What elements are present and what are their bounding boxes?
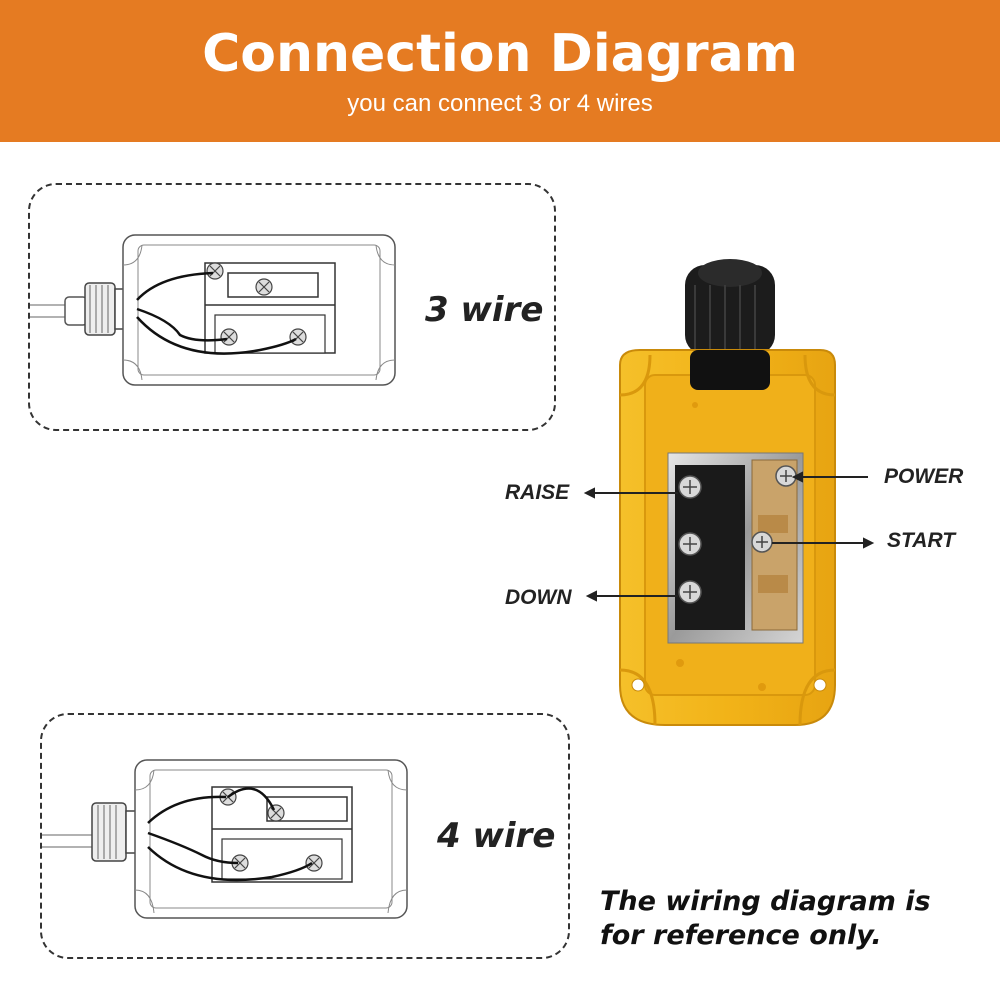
page-title: Connection Diagram <box>202 24 798 84</box>
start-terminal-label: START <box>887 529 956 552</box>
three-wire-label: 3 wire <box>425 290 544 330</box>
three-wire-panel <box>28 183 556 431</box>
power-terminal-label: POWER <box>884 465 964 488</box>
header-banner: Connection Diagram you can connect 3 or … <box>0 0 1000 142</box>
page-subtitle: you can connect 3 or 4 wires <box>347 90 653 117</box>
raise-terminal-label: RAISE <box>505 481 570 504</box>
reference-note: The wiring diagram is for reference only… <box>600 886 931 951</box>
four-wire-panel <box>40 713 570 959</box>
four-wire-sketch <box>42 759 408 919</box>
down-terminal-label: DOWN <box>505 586 572 609</box>
control-box-photo <box>583 259 875 726</box>
three-wire-sketch <box>30 234 396 386</box>
four-wire-label: 4 wire <box>437 816 556 856</box>
